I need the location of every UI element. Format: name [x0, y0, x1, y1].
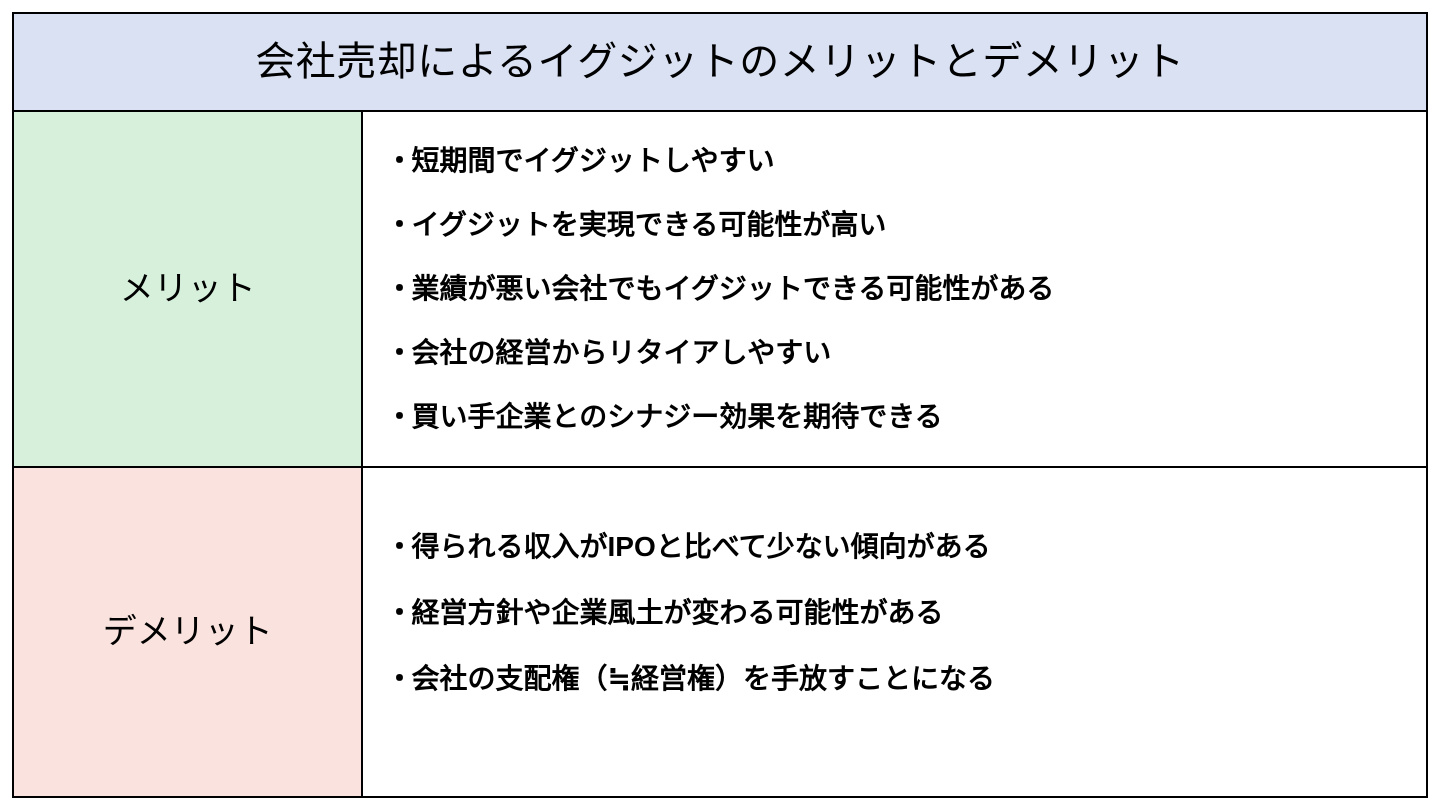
bullet-marker-icon: ・	[385, 597, 414, 628]
merit-label: メリット	[119, 269, 256, 308]
merit-demerit-table: 会社売却によるイグジットのメリットとデメリット メリット ・短期間でイグジットし…	[11, 12, 1428, 798]
list-item-text: 会社の経営からリタイアしやすい	[411, 337, 832, 368]
demerit-label: デメリット	[102, 612, 273, 651]
demerit-content-cell: ・得られる収入がIPOと比べて少ない傾向がある ・経営方針や企業風土が変わる可能…	[361, 466, 1428, 798]
list-item-text: 得られる収入がIPOと比べて少ない傾向がある	[411, 531, 991, 562]
list-item: ・会社の支配権（≒経営権）を手放すことになる	[385, 665, 1412, 693]
list-item: ・短期間でイグジットしやすい	[385, 147, 1412, 175]
table-row: メリット ・短期間でイグジットしやすい ・イグジットを実現できる可能性が高い ・…	[11, 110, 1428, 468]
bullet-marker-icon: ・	[385, 401, 414, 432]
list-item-text: イグジットを実現できる可能性が高い	[411, 209, 887, 240]
demerit-label-cell: デメリット	[11, 466, 364, 798]
merit-content-cell: ・短期間でイグジットしやすい ・イグジットを実現できる可能性が高い ・業績が悪い…	[361, 110, 1428, 468]
list-item: ・買い手企業とのシナジー効果を期待できる	[385, 403, 1412, 431]
bullet-marker-icon: ・	[385, 337, 414, 368]
list-item-text: 買い手企業とのシナジー効果を期待できる	[411, 401, 943, 432]
table-header-row: 会社売却によるイグジットのメリットとデメリット	[12, 12, 1428, 112]
list-item-text: 経営方針や企業風土が変わる可能性がある	[411, 597, 944, 628]
bullet-marker-icon: ・	[385, 663, 414, 694]
list-item: ・得られる収入がIPOと比べて少ない傾向がある	[385, 533, 1412, 561]
table-row: デメリット ・得られる収入がIPOと比べて少ない傾向がある ・経営方針や企業風土…	[11, 466, 1428, 798]
list-item: ・経営方針や企業風土が変わる可能性がある	[385, 599, 1412, 627]
table-title-cell: 会社売却によるイグジットのメリットとデメリット	[12, 12, 1428, 112]
list-item-text: 会社の支配権（≒経営権）を手放すことになる	[411, 663, 995, 694]
list-item-text: 短期間でイグジットしやすい	[411, 145, 775, 176]
list-item: ・イグジットを実現できる可能性が高い	[385, 211, 1412, 239]
list-item: ・会社の経営からリタイアしやすい	[385, 339, 1412, 367]
page-title: 会社売却によるイグジットのメリットとデメリット	[255, 40, 1185, 84]
bullet-marker-icon: ・	[385, 145, 414, 176]
bullet-marker-icon: ・	[385, 531, 414, 562]
comparison-table-container: 会社売却によるイグジットのメリットとデメリット メリット ・短期間でイグジットし…	[11, 12, 1428, 798]
list-item-text: 業績が悪い会社でもイグジットできる可能性がある	[411, 273, 1055, 304]
list-item: ・業績が悪い会社でもイグジットできる可能性がある	[385, 275, 1412, 303]
demerit-bullet-list: ・得られる収入がIPOと比べて少ない傾向がある ・経営方針や企業風土が変わる可能…	[363, 533, 1426, 693]
bullet-marker-icon: ・	[385, 209, 414, 240]
bullet-marker-icon: ・	[385, 273, 414, 304]
merit-bullet-list: ・短期間でイグジットしやすい ・イグジットを実現できる可能性が高い ・業績が悪い…	[363, 147, 1426, 431]
merit-label-cell: メリット	[11, 110, 364, 468]
